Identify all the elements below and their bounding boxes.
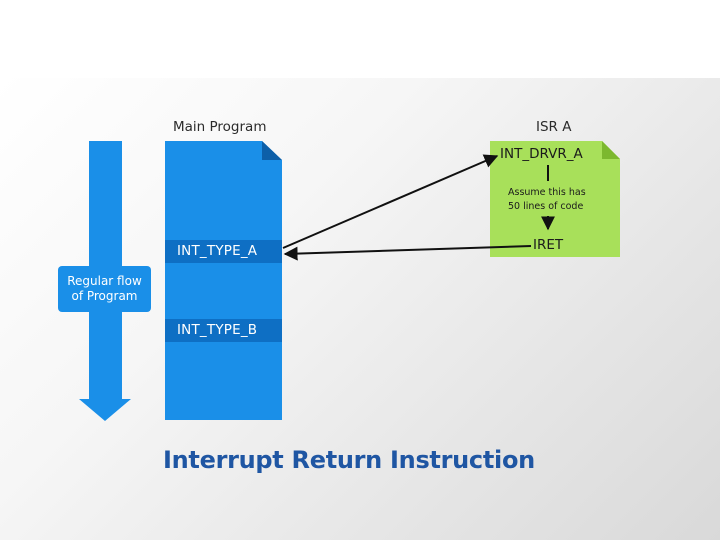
regular-flow-label-line1: Regular flow [67,274,142,288]
int-type-a-label: INT_TYPE_A [177,243,258,259]
isr-note-line1: Assume this has [508,187,586,198]
regular-flow-label-line2: of Program [71,289,138,303]
isr-dog-ear-icon [602,141,620,159]
isr-entry-label: INT_DRVR_A [500,146,583,162]
isr-heading: ISR A [536,119,572,135]
diagram-title: Interrupt Return Instruction [163,446,535,474]
document-dog-ear-icon [262,141,282,160]
main-program-document [165,141,282,420]
isr-document [490,141,620,257]
isr-note-line2: 50 lines of code [508,201,584,212]
int-type-a-row [165,240,282,263]
call-arrow [282,154,499,249]
main-program-heading: Main Program [173,119,267,135]
iret-label: IRET [533,237,564,253]
int-type-b-row [165,319,282,342]
regular-flow-label: Regular flow of Program [58,266,151,312]
return-arrow [283,245,532,261]
int-type-b-label: INT_TYPE_B [177,322,258,338]
